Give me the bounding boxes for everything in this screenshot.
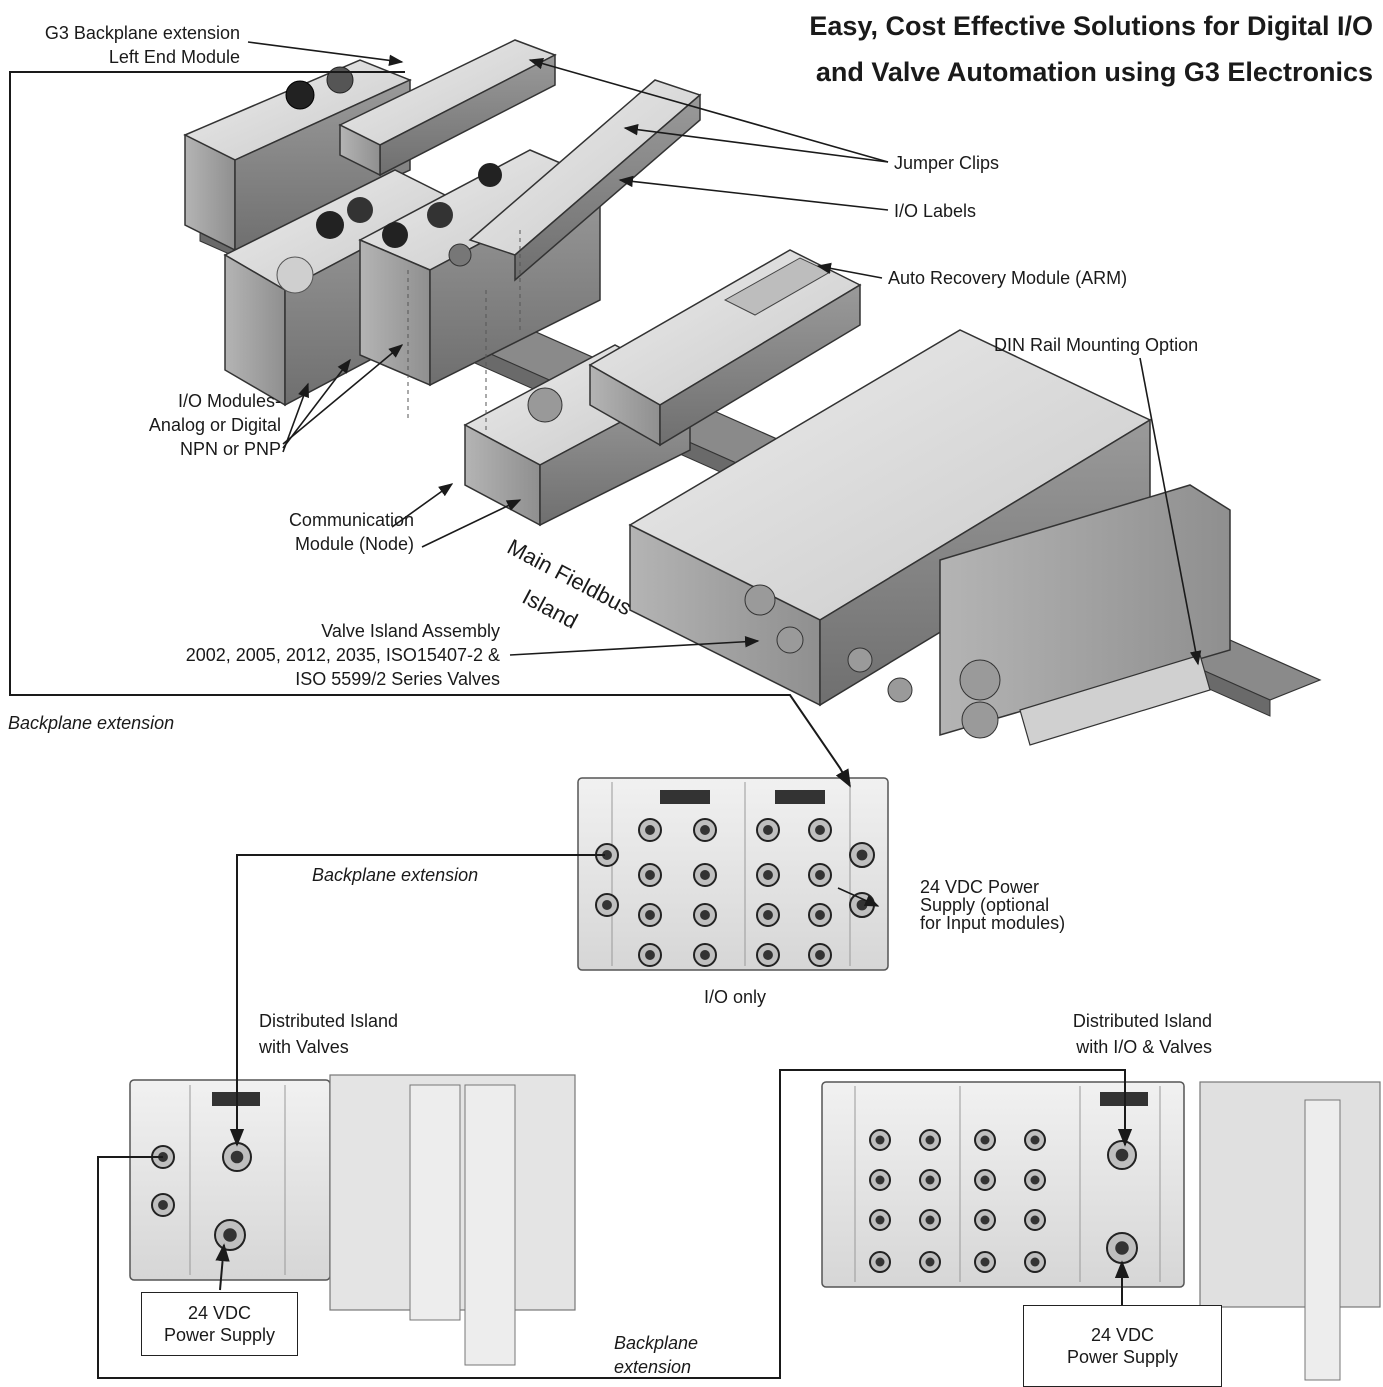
- connector-port-center: [1115, 1241, 1129, 1255]
- io-only-panel: [577, 777, 889, 971]
- label-arm: Auto Recovery Module (ARM): [888, 268, 1128, 288]
- connector-port-center: [763, 825, 773, 835]
- connector-port-center: [230, 1150, 244, 1164]
- connector-port-center: [645, 910, 655, 920]
- label-io-modules-1: I/O Modules-: [177, 391, 281, 411]
- ps-right-line-1: 24 VDC: [1090, 1325, 1155, 1345]
- label-backplane-ext-3a: Backplane: [614, 1333, 699, 1353]
- backplane-routing: [9, 71, 1133, 1379]
- label-left-end-1: G3 Backplane extension: [44, 23, 240, 43]
- ps-right-line-2: Power Supply: [1066, 1347, 1179, 1367]
- connector-port-center: [925, 1215, 935, 1225]
- connector-port-center: [645, 950, 655, 960]
- label-valve-2: 2002, 2005, 2012, 2035, ISO15407-2 &: [185, 645, 500, 665]
- connector-port-center: [815, 870, 825, 880]
- connector-port-center: [1115, 1148, 1129, 1162]
- label-io-labels: I/O Labels: [894, 201, 977, 221]
- connector-port-center: [645, 825, 655, 835]
- label-comm-1: Communication: [288, 510, 414, 530]
- label-comm-2: Module (Node): [294, 534, 414, 554]
- label-backplane-ext-2: Backplane extension: [312, 865, 479, 885]
- label-io-modules-3: NPN or PNP: [179, 439, 281, 459]
- ps-left-line-2: Power Supply: [163, 1325, 276, 1345]
- label-valve-3: ISO 5599/2 Series Valves: [295, 669, 500, 689]
- connector-port-center: [925, 1135, 935, 1145]
- connector-port-center: [980, 1135, 990, 1145]
- connector-port-center: [875, 1257, 885, 1267]
- connector-port-center: [980, 1257, 990, 1267]
- leader-lines: [247, 41, 1202, 907]
- label-ps-optional-3: for Input modules): [920, 913, 1066, 933]
- connector-port-center: [763, 950, 773, 960]
- connector-port-center: [1030, 1257, 1040, 1267]
- connector-port-center: [875, 1175, 885, 1185]
- connector-port-center: [856, 849, 868, 861]
- connector-port-center: [1030, 1135, 1040, 1145]
- label-backplane-ext-3b: extension: [614, 1357, 692, 1377]
- label-io-modules-2: Analog or Digital: [148, 415, 281, 435]
- label-ps-optional-1: 24 VDC Power: [920, 877, 1040, 897]
- connector-port-center: [700, 950, 710, 960]
- label-dist-valves-2: with Valves: [259, 1037, 349, 1057]
- connector-array: [151, 818, 1138, 1273]
- connector-port-center: [700, 825, 710, 835]
- label-valve-1: Valve Island Assembly: [321, 621, 500, 641]
- connector-port-center: [1030, 1215, 1040, 1225]
- label-dist-io-valves-1: Distributed Island: [1072, 1011, 1212, 1031]
- label-din-rail: DIN Rail Mounting Option: [994, 335, 1199, 355]
- connector-port-center: [602, 850, 612, 860]
- power-supply-box-right: 24 VDC Power Supply: [1023, 1305, 1222, 1387]
- connector-port-center: [980, 1215, 990, 1225]
- title-line-2: and Valve Automation using G3 Electronic…: [815, 57, 1373, 87]
- connector-port-center: [602, 900, 612, 910]
- label-ps-optional-2: Supply (optional: [920, 895, 1050, 915]
- connector-port-center: [815, 950, 825, 960]
- power-supply-box-left: 24 VDC Power Supply: [141, 1292, 298, 1356]
- valve-island: [628, 329, 1231, 746]
- connector-port-center: [875, 1215, 885, 1225]
- connector-port-center: [763, 910, 773, 920]
- connector-port-center: [645, 870, 655, 880]
- alignment-lines: [407, 230, 521, 430]
- connector-port-center: [815, 910, 825, 920]
- connector-port-center: [875, 1135, 885, 1145]
- connector-port-center: [925, 1175, 935, 1185]
- distributed-island-io-valves: [821, 1081, 1381, 1381]
- connector-port-center: [700, 870, 710, 880]
- auto-recovery-module: [588, 249, 862, 447]
- connector-port-center: [925, 1257, 935, 1267]
- jumper-clip-right: [468, 79, 702, 282]
- label-dist-valves-1: Distributed Island: [259, 1011, 399, 1031]
- connector-port-center: [223, 1228, 237, 1242]
- connector-port-center: [158, 1200, 168, 1210]
- title-line-1: Easy, Cost Effective Solutions for Digit…: [809, 11, 1373, 41]
- connector-port-center: [815, 825, 825, 835]
- ps-left-line-1: 24 VDC: [187, 1303, 252, 1323]
- label-left-end-2: Left End Module: [108, 47, 240, 67]
- connector-port-center: [763, 870, 773, 880]
- jumper-clip-top: [338, 39, 557, 177]
- connector-port-center: [980, 1175, 990, 1185]
- distributed-island-valves: [129, 1074, 576, 1366]
- label-io-only: I/O only: [703, 987, 767, 1007]
- connector-port-center: [1030, 1175, 1040, 1185]
- connector-port-center: [700, 910, 710, 920]
- label-dist-io-valves-2: with I/O & Valves: [1076, 1037, 1212, 1057]
- label-jumper-clips: Jumper Clips: [894, 153, 1000, 173]
- label-backplane-ext-1: Backplane extension: [8, 713, 175, 733]
